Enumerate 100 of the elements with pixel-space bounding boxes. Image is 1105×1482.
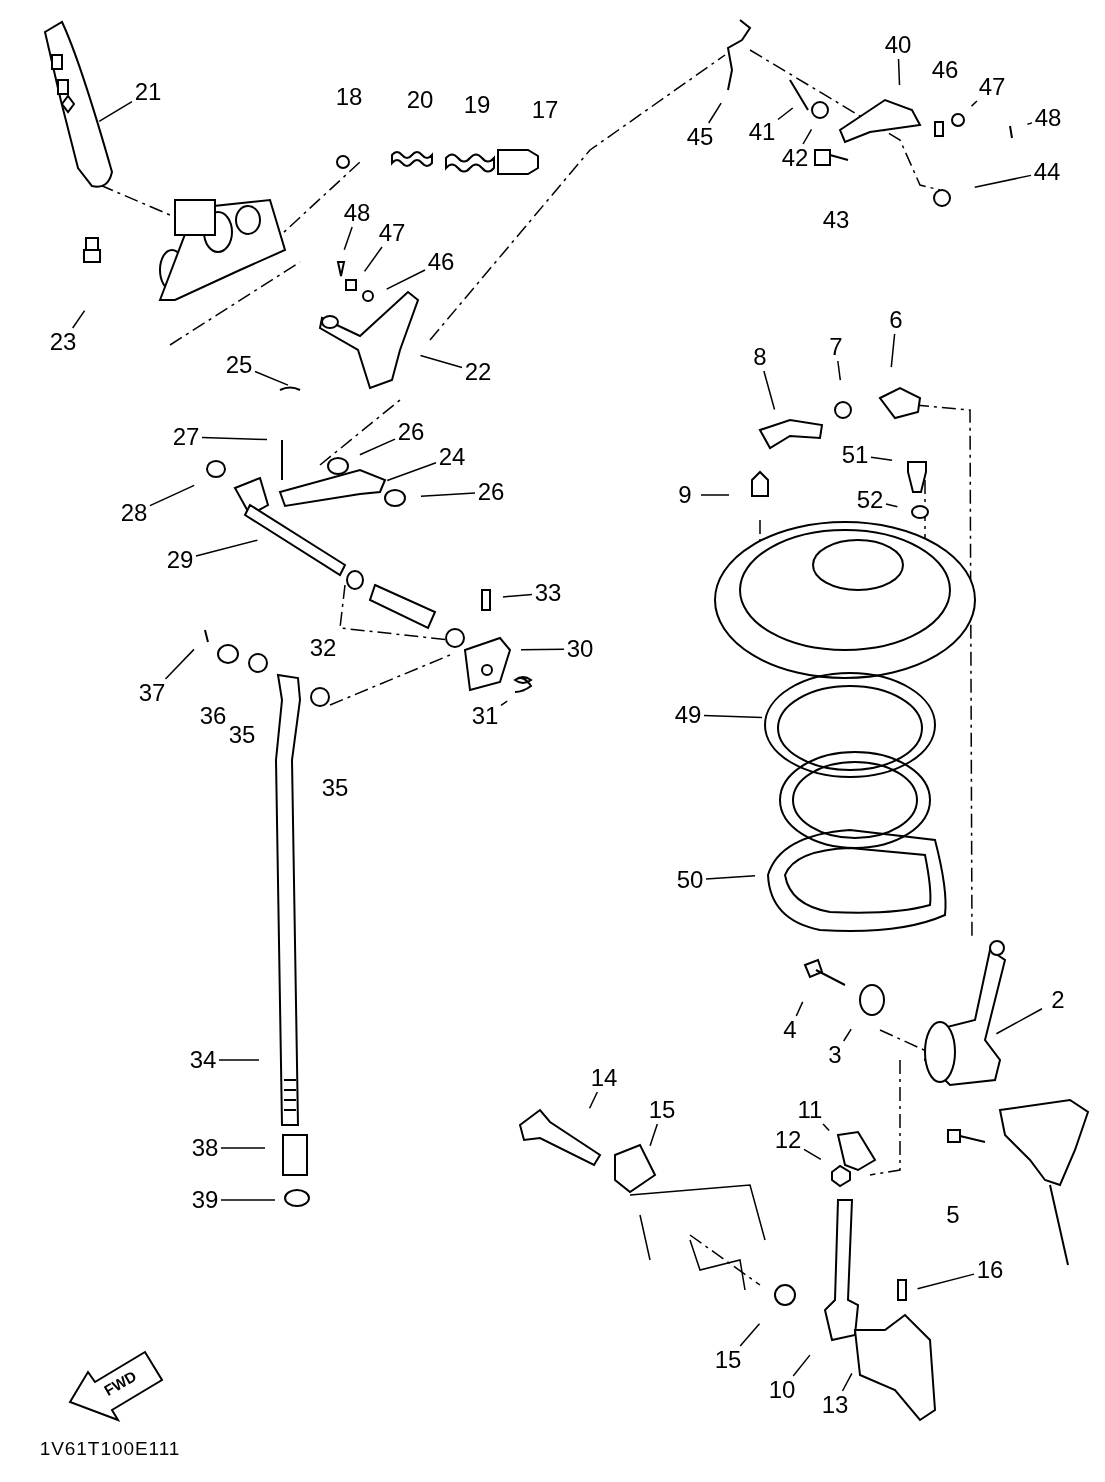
leader-line [71, 309, 86, 329]
callout-number: 40 [884, 33, 912, 57]
callout-number: 19 [463, 93, 491, 117]
leader-line [890, 333, 896, 368]
diagram-code: 1V61T100E111 [39, 1438, 181, 1458]
callout-number: 18 [335, 85, 363, 109]
callout-number: 34 [189, 1048, 217, 1072]
leader-line [700, 494, 730, 496]
callout-number: 43 [822, 208, 850, 232]
leader-line [897, 58, 901, 86]
leader-line [220, 1147, 266, 1149]
leader-line [98, 100, 133, 123]
leader-line [822, 1123, 830, 1132]
leader-line [707, 102, 722, 124]
leader-line [343, 226, 353, 251]
leader-line [705, 875, 756, 880]
leader-line [842, 1028, 852, 1042]
callout-number: 10 [768, 1378, 796, 1402]
leader-line [995, 1008, 1043, 1035]
callout-number: 35 [228, 723, 256, 747]
leader-line [777, 107, 794, 121]
callout-number: 51 [841, 443, 869, 467]
leader-line [795, 1001, 804, 1017]
leader-line [973, 174, 1032, 189]
callout-number: 39 [191, 1188, 219, 1212]
callout-number: 35 [321, 776, 349, 800]
leader-line [837, 360, 842, 381]
callout-number: 48 [343, 201, 371, 225]
callout-number: 37 [138, 681, 166, 705]
callout-number: 49 [674, 703, 702, 727]
leader-line [803, 1148, 822, 1161]
callout-number: 16 [976, 1258, 1004, 1282]
direction-label: FWD [101, 1367, 139, 1399]
leader-line [359, 438, 396, 456]
callout-number: 20 [406, 88, 434, 112]
callout-number: 12 [774, 1128, 802, 1152]
callout-number: 15 [648, 1098, 676, 1122]
callout-number: 33 [534, 581, 562, 605]
callout-number: 27 [172, 425, 200, 449]
callout-number: 38 [191, 1136, 219, 1160]
leader-line [649, 1123, 659, 1147]
callout-number: 50 [676, 868, 704, 892]
callout-number: 26 [397, 420, 425, 444]
callout-number: 21 [134, 80, 162, 104]
callout-number: 42 [781, 146, 809, 170]
leader-line [363, 246, 383, 273]
callout-number: 47 [978, 75, 1006, 99]
callout-number: 7 [829, 335, 843, 359]
leader-line [201, 436, 268, 441]
callout-number: 31 [471, 704, 499, 728]
leader-line [386, 462, 437, 482]
callout-number: 45 [686, 125, 714, 149]
leader-line [802, 128, 813, 145]
leader-line [703, 714, 763, 719]
callout-number: 46 [427, 250, 455, 274]
leader-line [164, 648, 195, 680]
callout-number: 46 [931, 58, 959, 82]
leader-line [870, 456, 893, 461]
callout-number: 2 [1051, 988, 1065, 1012]
leader-line [520, 648, 565, 651]
leader-line [916, 1273, 975, 1290]
callout-number: 44 [1033, 160, 1061, 184]
callout-number: 52 [856, 488, 884, 512]
callout-number: 36 [199, 704, 227, 728]
callout-number: 25 [225, 353, 253, 377]
callout-number: 15 [714, 1348, 742, 1372]
leader-line [970, 100, 978, 107]
leader-line [792, 1354, 811, 1377]
callout-number: 41 [748, 120, 776, 144]
callout-number: 48 [1034, 106, 1062, 130]
leader-line [420, 492, 476, 497]
leader-line [500, 700, 508, 707]
leader-line [149, 484, 195, 507]
callout-number: 5 [946, 1203, 960, 1227]
leader-line [739, 1323, 761, 1347]
callout-number: 4 [783, 1018, 797, 1042]
callout-number: 9 [678, 483, 692, 507]
leader-line [195, 539, 259, 557]
callout-number: 30 [566, 637, 594, 661]
callout-number: 6 [889, 308, 903, 332]
callout-number: 47 [378, 221, 406, 245]
leader-line [885, 503, 899, 508]
leader-line [841, 1372, 853, 1392]
callout-number: 14 [590, 1066, 618, 1090]
callout-number: 13 [821, 1393, 849, 1417]
callout-number: 17 [531, 98, 559, 122]
callout-number: 26 [477, 480, 505, 504]
callout-number: 29 [166, 548, 194, 572]
leader-line [218, 1059, 260, 1061]
callout-number: 32 [309, 636, 337, 660]
leader-line [385, 269, 426, 290]
leader-line [1026, 122, 1033, 125]
callout-number: 8 [753, 345, 767, 369]
callout-number: 24 [438, 445, 466, 469]
leader-line [419, 354, 463, 369]
callout-number: 11 [797, 1098, 823, 1122]
leader-line [254, 370, 289, 386]
leader-line [220, 1199, 276, 1201]
callout-number: 22 [464, 360, 492, 384]
callout-number: 28 [120, 501, 148, 525]
